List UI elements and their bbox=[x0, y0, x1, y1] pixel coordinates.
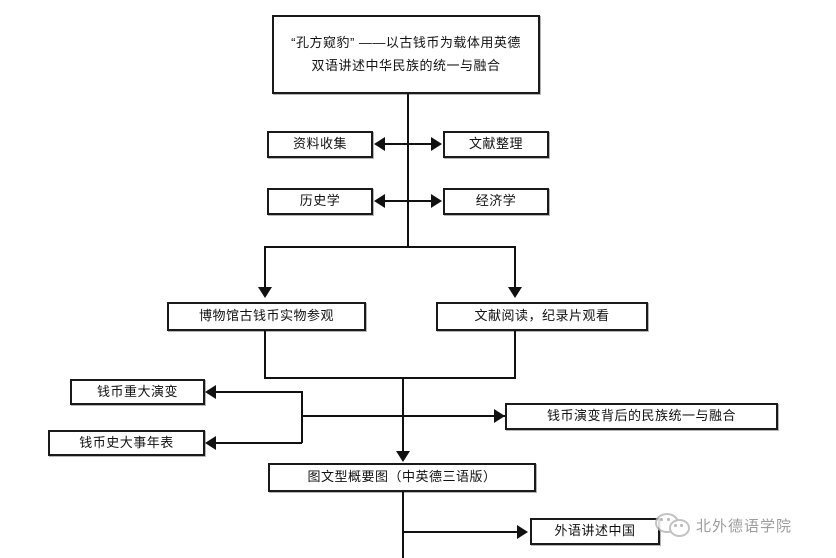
node-summary-graphic: 图文型概要图（中英德三语版） bbox=[268, 463, 536, 492]
connector-to-coin-chronology bbox=[216, 442, 302, 444]
node-economics: 经济学 bbox=[443, 188, 549, 215]
wechat-logo-icon bbox=[655, 512, 690, 538]
connector-museum-drop bbox=[264, 331, 266, 378]
arrowhead-row2-right-icon bbox=[431, 194, 442, 208]
node-history: 历史学 bbox=[267, 188, 373, 215]
connector-merge-bar bbox=[264, 377, 516, 379]
arrowhead-tell-china-icon bbox=[517, 525, 528, 539]
connector-split-right-drop bbox=[514, 246, 516, 287]
arrowhead-row1-left-icon bbox=[374, 137, 385, 151]
arrowhead-summary-icon bbox=[396, 451, 410, 462]
arrowhead-coin-evolution-icon bbox=[205, 385, 216, 399]
watermark: 北外德语学院 bbox=[655, 512, 792, 538]
connector-to-tell-china bbox=[402, 531, 517, 533]
node-unity-fusion: 钱币演变背后的民族统一与融合 bbox=[505, 403, 778, 430]
watermark-text: 北外德语学院 bbox=[696, 517, 793, 535]
connector-summary-trunk bbox=[402, 377, 404, 451]
node-coin-chronology: 钱币史大事年表 bbox=[48, 430, 205, 456]
arrowhead-unity-fusion-icon bbox=[494, 409, 505, 423]
node-literature-sorting: 文献整理 bbox=[443, 131, 549, 158]
connector-reading-drop bbox=[514, 331, 516, 378]
connector-left-spine-h bbox=[302, 415, 505, 417]
arrowhead-row1-right-icon bbox=[431, 137, 442, 151]
arrowhead-reading-icon bbox=[508, 287, 522, 298]
connector-row2-left bbox=[385, 200, 408, 202]
arrowhead-row2-left-icon bbox=[374, 194, 385, 208]
node-project-title: “孔方窥豹” ——以古钱币为载体用英德双语讲述中华民族的统一与融合 bbox=[272, 15, 540, 94]
connector-title-trunk bbox=[407, 94, 409, 247]
connector-left-spine-v bbox=[301, 391, 303, 443]
connector-row2-right bbox=[408, 200, 431, 202]
node-reading-docs: 文献阅读，纪录片观看 bbox=[436, 302, 648, 331]
connector-row1-right bbox=[408, 143, 431, 145]
connector-to-coin-evolution bbox=[216, 391, 302, 393]
connector-split-left-drop bbox=[264, 246, 266, 287]
arrowhead-coin-chronology-icon bbox=[205, 436, 216, 450]
node-tell-china: 外语讲述中国 bbox=[530, 518, 660, 545]
connector-bottom-trunk bbox=[402, 492, 404, 558]
connector-row1-left bbox=[385, 143, 408, 145]
node-coin-evolution: 钱币重大演变 bbox=[70, 379, 205, 405]
arrowhead-museum-icon bbox=[258, 287, 272, 298]
node-data-collection: 资料收集 bbox=[267, 131, 373, 158]
connector-split-bar bbox=[264, 246, 516, 248]
node-museum-visit: 博物馆古钱币实物参观 bbox=[167, 302, 366, 331]
